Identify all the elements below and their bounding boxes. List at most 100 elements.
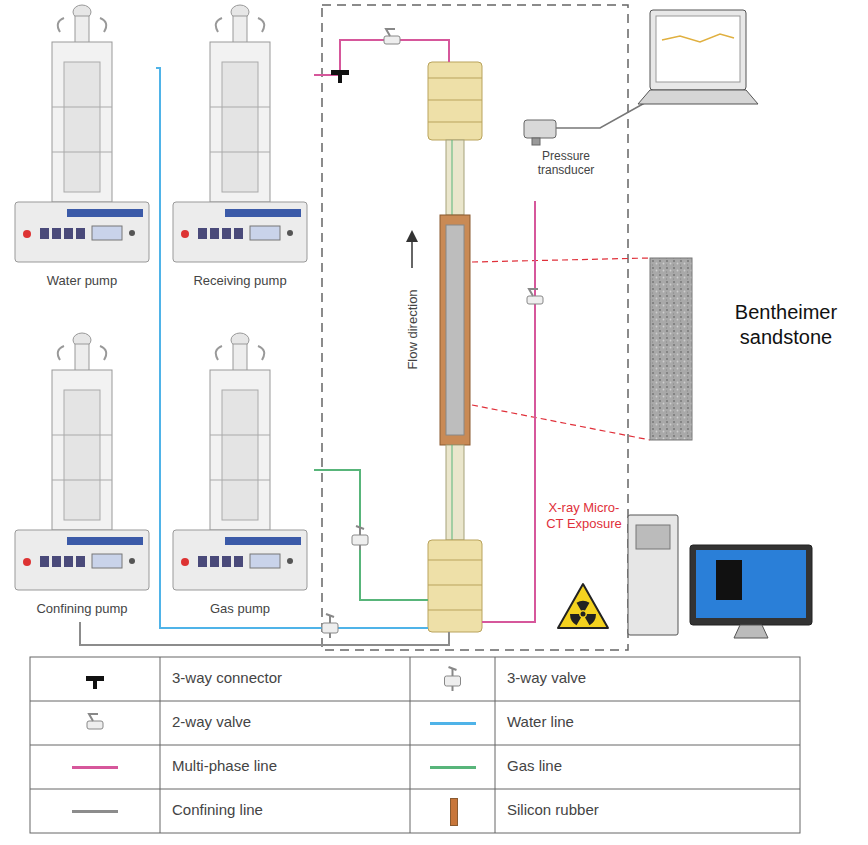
three-way-valve bbox=[445, 667, 461, 691]
valve-port bbox=[452, 686, 454, 691]
pump-cylinder bbox=[210, 42, 270, 202]
line-swatch bbox=[430, 722, 476, 725]
multiphase-stub bbox=[448, 55, 450, 62]
pump-rod bbox=[233, 16, 247, 44]
pump-button bbox=[287, 230, 293, 236]
top-tube bbox=[446, 140, 464, 215]
legend-table bbox=[30, 657, 800, 833]
pump-button bbox=[181, 230, 189, 238]
pump-band bbox=[210, 435, 270, 436]
pump-rod bbox=[75, 16, 89, 44]
pc-stand bbox=[734, 625, 768, 638]
laptop-base bbox=[638, 90, 758, 104]
confining-stub bbox=[448, 632, 450, 640]
node-label: Receiving pump bbox=[166, 273, 314, 288]
pipe-line bbox=[314, 470, 398, 600]
pump-display bbox=[92, 554, 122, 568]
pump-hook bbox=[216, 18, 265, 32]
pump-barrel bbox=[222, 62, 258, 192]
pump-display bbox=[250, 554, 280, 568]
two-way-valve bbox=[527, 289, 543, 304]
dashed-enclosure bbox=[322, 5, 628, 650]
legend-text: Silicon rubber bbox=[507, 801, 796, 818]
pump-button bbox=[287, 558, 293, 564]
pump-band bbox=[210, 107, 270, 108]
pump-band bbox=[52, 107, 112, 108]
cap-band bbox=[428, 610, 482, 611]
legend-col-line bbox=[495, 657, 496, 833]
core-sample bbox=[446, 225, 464, 435]
legend-text: Confining line bbox=[172, 801, 406, 818]
pump-panel-strip bbox=[67, 209, 143, 217]
pump-hook bbox=[58, 18, 107, 32]
multiphase-stub bbox=[482, 621, 500, 623]
connector-body bbox=[86, 676, 104, 689]
three-way-connector bbox=[86, 676, 104, 689]
pc-window bbox=[716, 560, 742, 600]
pump-rod bbox=[75, 344, 89, 372]
legend-row-line bbox=[30, 789, 800, 790]
fitting-layer bbox=[86, 29, 543, 729]
three-way-valve bbox=[322, 614, 338, 638]
zoom-line bbox=[472, 258, 650, 262]
valve-handle bbox=[89, 714, 98, 721]
pump-key bbox=[52, 556, 61, 567]
trefoil-blade bbox=[577, 601, 590, 611]
valve-port bbox=[359, 545, 361, 550]
valve-stem bbox=[359, 528, 361, 535]
cap-band bbox=[428, 78, 482, 79]
pump-key bbox=[234, 228, 243, 239]
pump-key bbox=[210, 228, 219, 239]
legend-col-line bbox=[410, 657, 411, 833]
line-swatch bbox=[430, 766, 476, 769]
valve-body bbox=[322, 623, 338, 633]
pump-unit: Confining pump bbox=[8, 330, 156, 622]
pump-key bbox=[64, 556, 73, 567]
pump-unit: Receiving pump bbox=[166, 2, 314, 294]
water-stub bbox=[398, 627, 428, 629]
pump-band bbox=[52, 435, 112, 436]
node-label: Confining pump bbox=[8, 601, 156, 616]
pump-key bbox=[222, 556, 231, 567]
valve-body bbox=[445, 676, 461, 686]
pump-key bbox=[64, 228, 73, 239]
inner-line bbox=[452, 445, 453, 540]
pump-band bbox=[52, 480, 112, 481]
bottom-cap bbox=[428, 540, 482, 632]
silicon-sleeve bbox=[440, 215, 470, 445]
valve-stem bbox=[452, 669, 454, 676]
pump-base bbox=[15, 530, 149, 590]
pc-drive bbox=[636, 525, 670, 549]
top-cap bbox=[428, 62, 482, 140]
pump-key bbox=[234, 556, 243, 567]
legend-text: 3-way valve bbox=[507, 669, 796, 686]
valve-port bbox=[329, 633, 331, 638]
laptop-screen bbox=[650, 10, 746, 90]
pc-screen bbox=[696, 550, 806, 618]
valve-handle bbox=[356, 526, 364, 529]
two-way-valve bbox=[87, 714, 103, 729]
transducer-port bbox=[532, 138, 540, 145]
pump-panel-strip bbox=[67, 537, 143, 545]
flow-arrowhead bbox=[406, 230, 418, 242]
pump-key bbox=[198, 556, 207, 567]
pump-barrel bbox=[222, 390, 258, 520]
pump-hook bbox=[216, 346, 265, 360]
zoom-line bbox=[472, 405, 650, 440]
pump-band bbox=[210, 152, 270, 153]
pump-key bbox=[210, 556, 219, 567]
legend-row-line bbox=[30, 745, 800, 746]
legend-border bbox=[30, 657, 800, 833]
node-label: Pressure transducer bbox=[514, 149, 618, 178]
warning-triangle bbox=[558, 584, 608, 628]
legend-text: 3-way connector bbox=[172, 669, 406, 686]
pipe-line bbox=[314, 40, 449, 75]
sample-label: Bentheimer sandstone bbox=[706, 300, 866, 350]
pump-panel-strip bbox=[225, 537, 301, 545]
three-way-connector bbox=[331, 70, 349, 83]
laptop-plot bbox=[662, 34, 734, 42]
pump-key bbox=[198, 228, 207, 239]
sandstone-core bbox=[650, 258, 692, 440]
bottom-tube bbox=[446, 445, 464, 540]
